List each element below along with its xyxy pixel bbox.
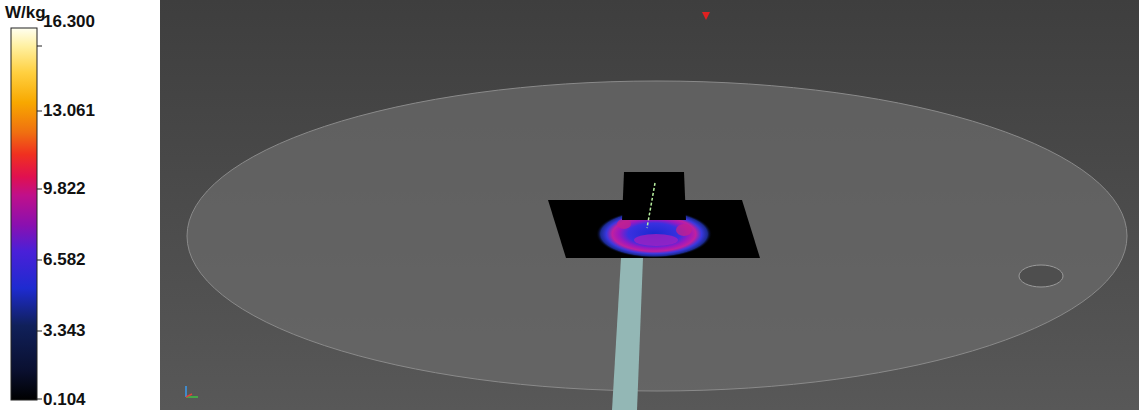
scale-value: 6.582 bbox=[43, 251, 86, 268]
marker bbox=[702, 12, 710, 20]
unit-label: W/kg bbox=[5, 4, 46, 21]
sar-peak bbox=[634, 234, 678, 246]
sar-peak bbox=[617, 219, 631, 229]
sar-peak bbox=[676, 224, 692, 236]
scale-value: 16.300 bbox=[43, 13, 95, 30]
color-scale bbox=[11, 28, 37, 400]
scale-value: 3.343 bbox=[43, 322, 86, 339]
axes-icon bbox=[186, 386, 198, 397]
scale-value: 9.822 bbox=[43, 180, 86, 197]
scale-value: 13.061 bbox=[43, 102, 95, 119]
scale-value: 0.104 bbox=[43, 391, 86, 408]
zoom-scan-cube bbox=[622, 172, 686, 220]
probe-axis bbox=[647, 183, 655, 228]
view-background bbox=[160, 0, 1139, 410]
phantom-hole bbox=[1019, 265, 1063, 287]
probe-shaft bbox=[612, 258, 643, 410]
scale-ticks bbox=[37, 46, 42, 399]
phantom-flat bbox=[187, 81, 1127, 391]
